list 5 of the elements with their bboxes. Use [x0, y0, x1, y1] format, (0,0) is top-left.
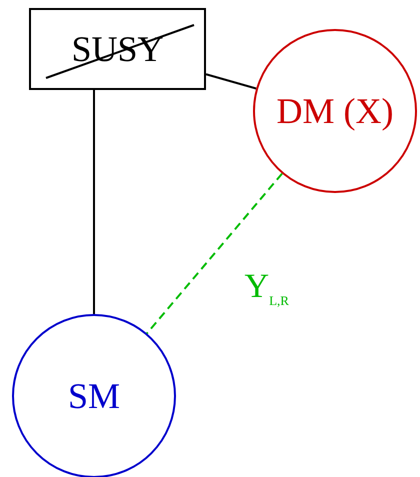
dashed-line [146, 172, 283, 334]
node-label: SM [68, 375, 120, 417]
connector-line [93, 90, 95, 314]
node-label: DM (X) [276, 90, 394, 132]
connector-line [206, 73, 256, 90]
